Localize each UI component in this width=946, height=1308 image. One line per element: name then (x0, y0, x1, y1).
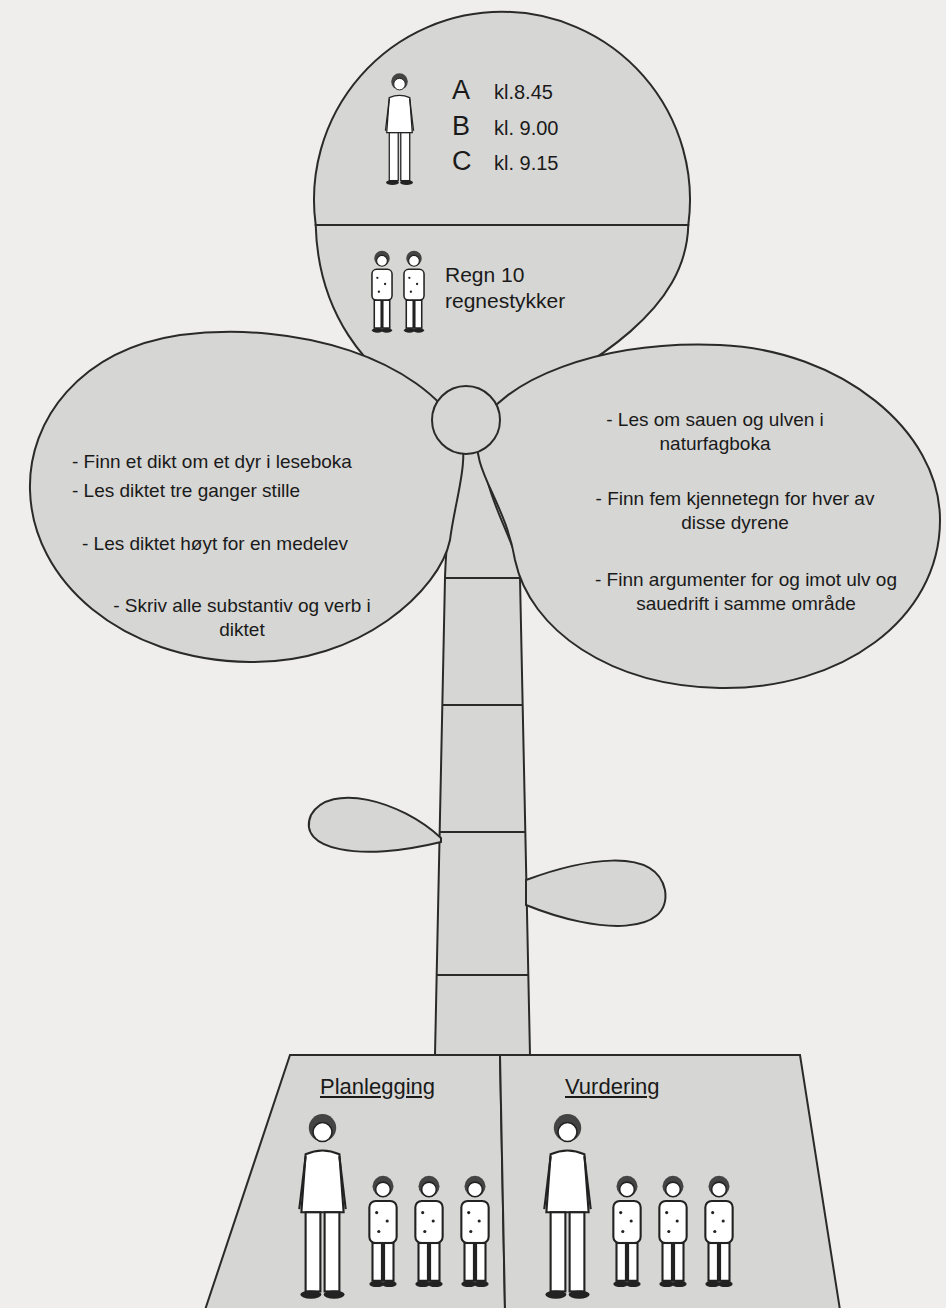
node-outline (312, 10, 692, 226)
node-text: kl.8.45 (494, 80, 614, 105)
pupil-figure (705, 1176, 732, 1287)
node-shape (316, 225, 689, 418)
petal: - Les om sauen og ulven i naturfagboka - … (470, 340, 944, 692)
node-text: A (452, 74, 488, 108)
flower-center (432, 386, 500, 454)
node-outline (498, 1053, 843, 1308)
node-text: - Les diktet høyt for en medelev (82, 532, 462, 556)
flower-stem (435, 440, 530, 1055)
node-outline (203, 1053, 505, 1308)
pupil-figure (659, 1176, 686, 1287)
pot-section: Vurdering (498, 1053, 843, 1308)
pupil-figure (415, 1176, 442, 1287)
leaf (526, 861, 665, 926)
node-text: - Finn fem kjennetegn for hver av disse … (590, 487, 880, 535)
petal-section: Regn 10 regnestykker (312, 224, 692, 444)
node-shape (314, 12, 690, 225)
pupil-figure (613, 1176, 640, 1287)
node-outline (26, 322, 476, 667)
node-shape (30, 332, 463, 662)
node-text: - Skriv alle substantiv og verb i diktet (92, 594, 392, 642)
node-text: kl. 9.15 (494, 151, 614, 176)
node-text: C (452, 145, 488, 179)
node-shape (477, 345, 940, 688)
stem-divider (445, 577, 520, 579)
pot-section: Planlegging (203, 1053, 505, 1308)
node-text: B (452, 110, 488, 144)
stem-divider (442, 704, 523, 706)
teacher-figure (544, 1114, 590, 1299)
node-text: kl. 9.00 (494, 116, 614, 141)
node-text: Vurdering (565, 1073, 725, 1101)
node-shape (205, 1055, 505, 1308)
pupil-figure (372, 251, 392, 333)
leaf (309, 798, 441, 852)
node-text: - Finn argumenter for og imot ulv og sau… (585, 568, 907, 616)
petal: - Finn et dikt om et dyr i leseboka - Les… (26, 322, 476, 667)
pupil-figure (461, 1176, 488, 1287)
node-text: - Les diktet tre ganger stille (72, 479, 462, 503)
node-shape (500, 1055, 840, 1308)
stem-divider (437, 974, 528, 976)
node-outline (312, 224, 692, 444)
pupil-figure (404, 251, 424, 333)
node-text: - Les om sauen og ulven i naturfagboka (595, 408, 835, 456)
teacher-figure (299, 1114, 345, 1299)
node-text: - Finn et dikt om et dyr i leseboka (72, 450, 462, 474)
teacher-figure (385, 73, 413, 185)
pupil-figure (369, 1176, 396, 1287)
node-text: Planlegging (320, 1073, 480, 1101)
node-text: Regn 10 regnestykker (445, 262, 605, 315)
node-outline (470, 340, 944, 692)
petal-section: Akl.8.45Bkl. 9.00Ckl. 9.15 (312, 10, 692, 226)
stem-divider (440, 831, 525, 833)
